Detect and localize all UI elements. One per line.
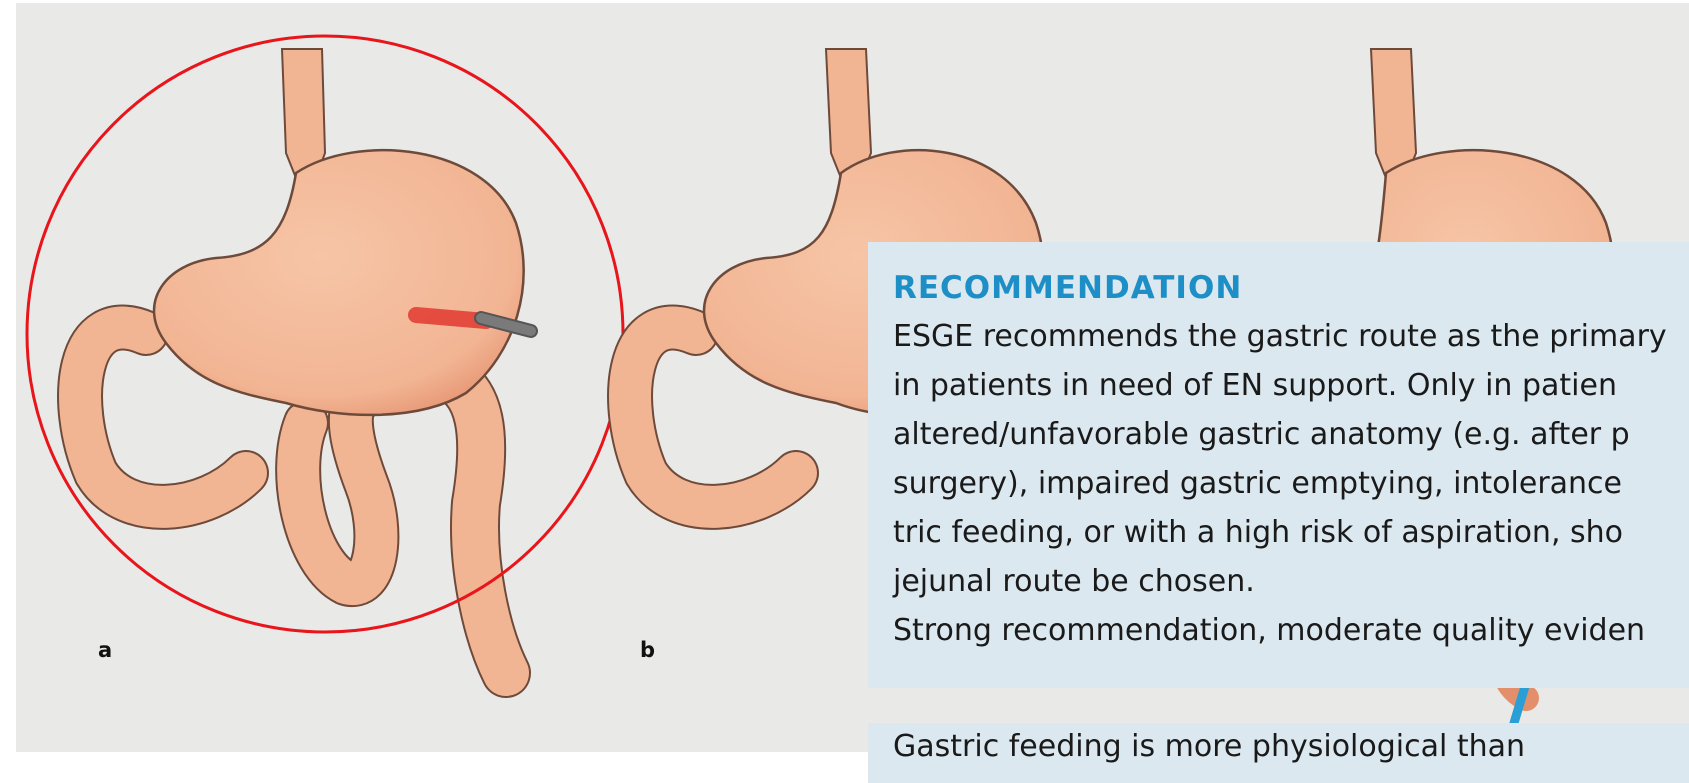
- recommendation-heading: RECOMMENDATION: [893, 268, 1689, 308]
- recommendation-box: RECOMMENDATION ESGE recommends the gastr…: [868, 242, 1689, 688]
- recommendation-line: surgery), impaired gastric emptying, int…: [893, 459, 1689, 508]
- panel-label-b: b: [640, 638, 655, 662]
- recommendation-line: jejunal route be chosen.: [893, 557, 1689, 606]
- recommendation-line: in patients in need of EN support. Only …: [893, 361, 1689, 410]
- recommendation-line: Strong recommendation, moderate quality …: [893, 606, 1689, 655]
- stomach-a-illustration: [27, 36, 623, 673]
- recommendation-line: ESGE recommends the gastric route as the…: [893, 312, 1689, 361]
- recommendation-line: altered/unfavorable gastric anatomy (e.g…: [893, 410, 1689, 459]
- recommendation-body: ESGE recommends the gastric route as the…: [893, 312, 1689, 655]
- body-text: Gastric feeding is more physiological th…: [893, 729, 1525, 764]
- body-text-box: Gastric feeding is more physiological th…: [868, 723, 1689, 783]
- panel-label-a: a: [98, 638, 112, 662]
- recommendation-line: tric feeding, or with a high risk of asp…: [893, 508, 1689, 557]
